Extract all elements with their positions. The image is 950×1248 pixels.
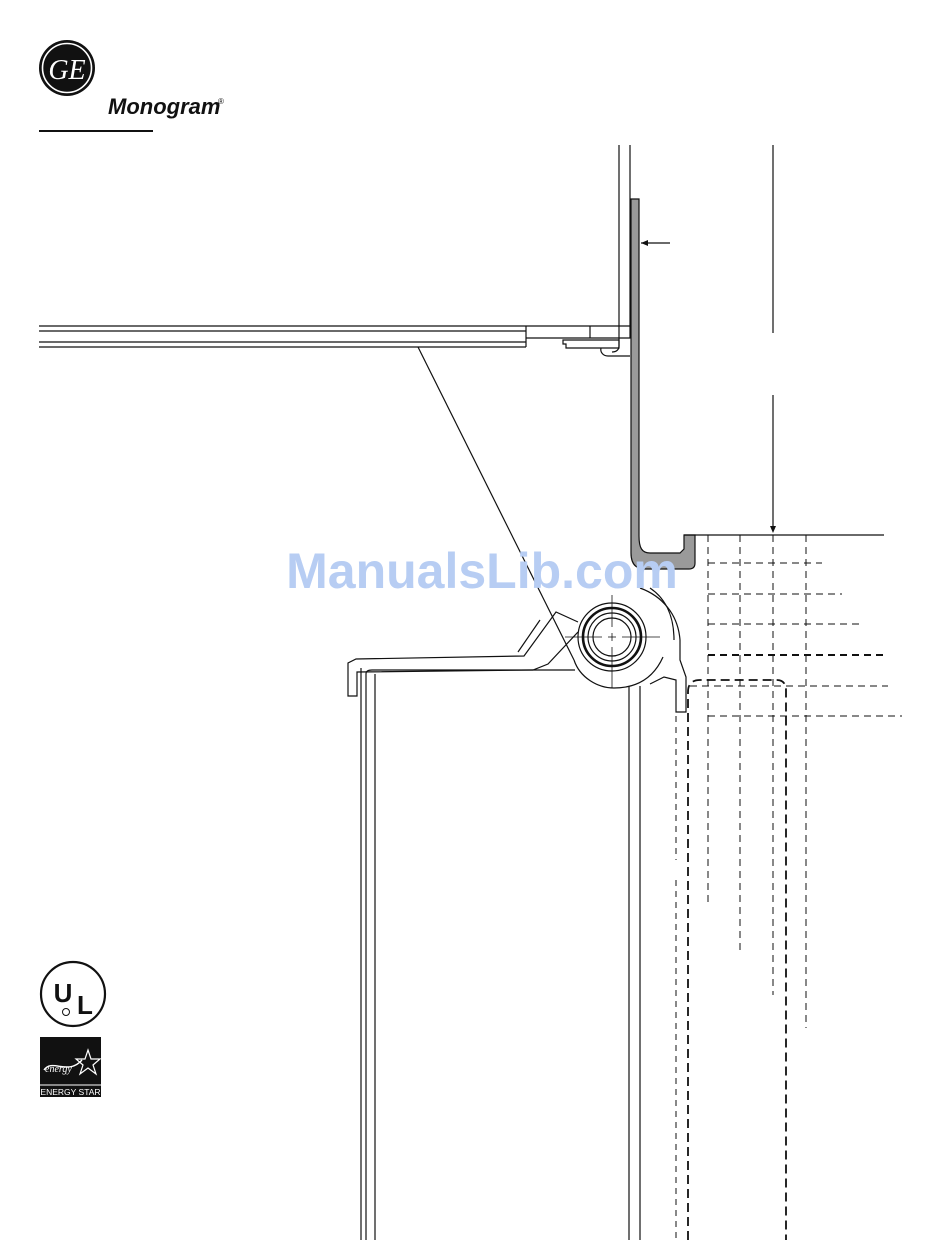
side-panel [631, 199, 695, 569]
door-arm-inner [518, 620, 540, 652]
clearance-lines [676, 535, 902, 1240]
brand-name: Monogram [108, 94, 220, 119]
energy-star-label: ENERGY STAR [40, 1087, 100, 1097]
ge-logo-icon: GE [39, 40, 95, 96]
ul-letter-u: U [54, 978, 73, 1008]
cabinet-drawing [39, 145, 884, 1240]
door-arm [348, 612, 578, 696]
brand-trademark: ® [218, 97, 224, 106]
ul-listed-icon: U L UL [0, 0, 105, 1026]
door-swing-line [418, 347, 574, 660]
hinge-outer-arc [574, 657, 663, 688]
door-swing-outline [688, 680, 786, 1240]
dimension-arrow [770, 526, 776, 533]
energy-star-icon: energy ENERGY STAR [40, 1037, 101, 1097]
header-rule [39, 130, 153, 132]
hinge-bracket [640, 588, 686, 712]
watermark-text: ManualsLib.com [286, 543, 678, 599]
shelf-bracket [563, 340, 619, 348]
ul-letter-l: L [77, 990, 93, 1020]
energy-script: energy [45, 1064, 72, 1075]
leader-arrow-panel [641, 240, 648, 246]
ge-monogram-text: GE [48, 55, 85, 86]
